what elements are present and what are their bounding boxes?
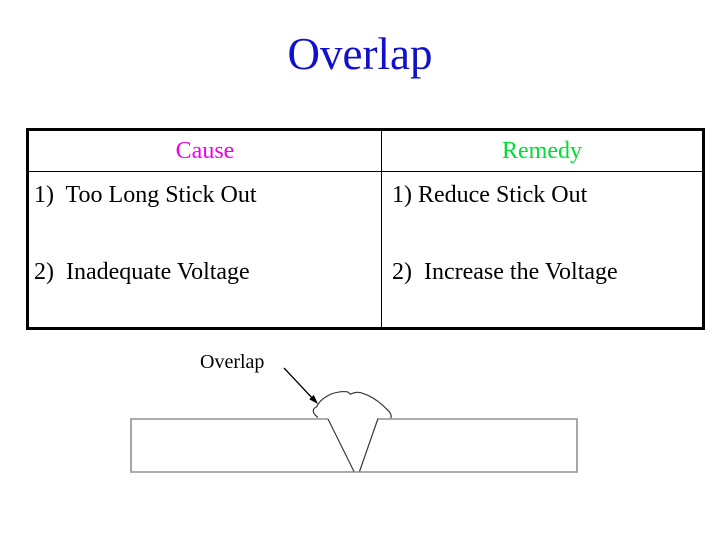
remedy-column-header: Remedy <box>381 129 704 172</box>
cause-remedy-table: Cause Remedy 1) Too Long Stick Out 2) In… <box>26 128 705 330</box>
remedy-cell: 1) Reduce Stick Out 2) Increase the Volt… <box>381 171 704 329</box>
label-arrowhead-icon <box>309 394 318 404</box>
diagram-label: Overlap <box>200 351 264 373</box>
table-body-row: 1) Too Long Stick Out 2) Inadequate Volt… <box>27 171 704 329</box>
weld-bead-cap <box>312 390 392 419</box>
weld-groove <box>327 418 379 472</box>
cause-item-1: 1) Too Long Stick Out <box>34 182 257 208</box>
table-header-row: Cause Remedy <box>27 129 704 172</box>
base-plate <box>130 418 578 473</box>
cause-column-header: Cause <box>27 129 382 172</box>
label-arrow-line <box>283 367 315 401</box>
remedy-item-2: 2) Increase the Voltage <box>392 259 618 285</box>
cause-cell: 1) Too Long Stick Out 2) Inadequate Volt… <box>27 171 382 329</box>
remedy-item-1: 1) Reduce Stick Out <box>392 182 588 208</box>
page-title: Overlap <box>287 29 433 79</box>
cause-item-2: 2) Inadequate Voltage <box>34 259 250 285</box>
